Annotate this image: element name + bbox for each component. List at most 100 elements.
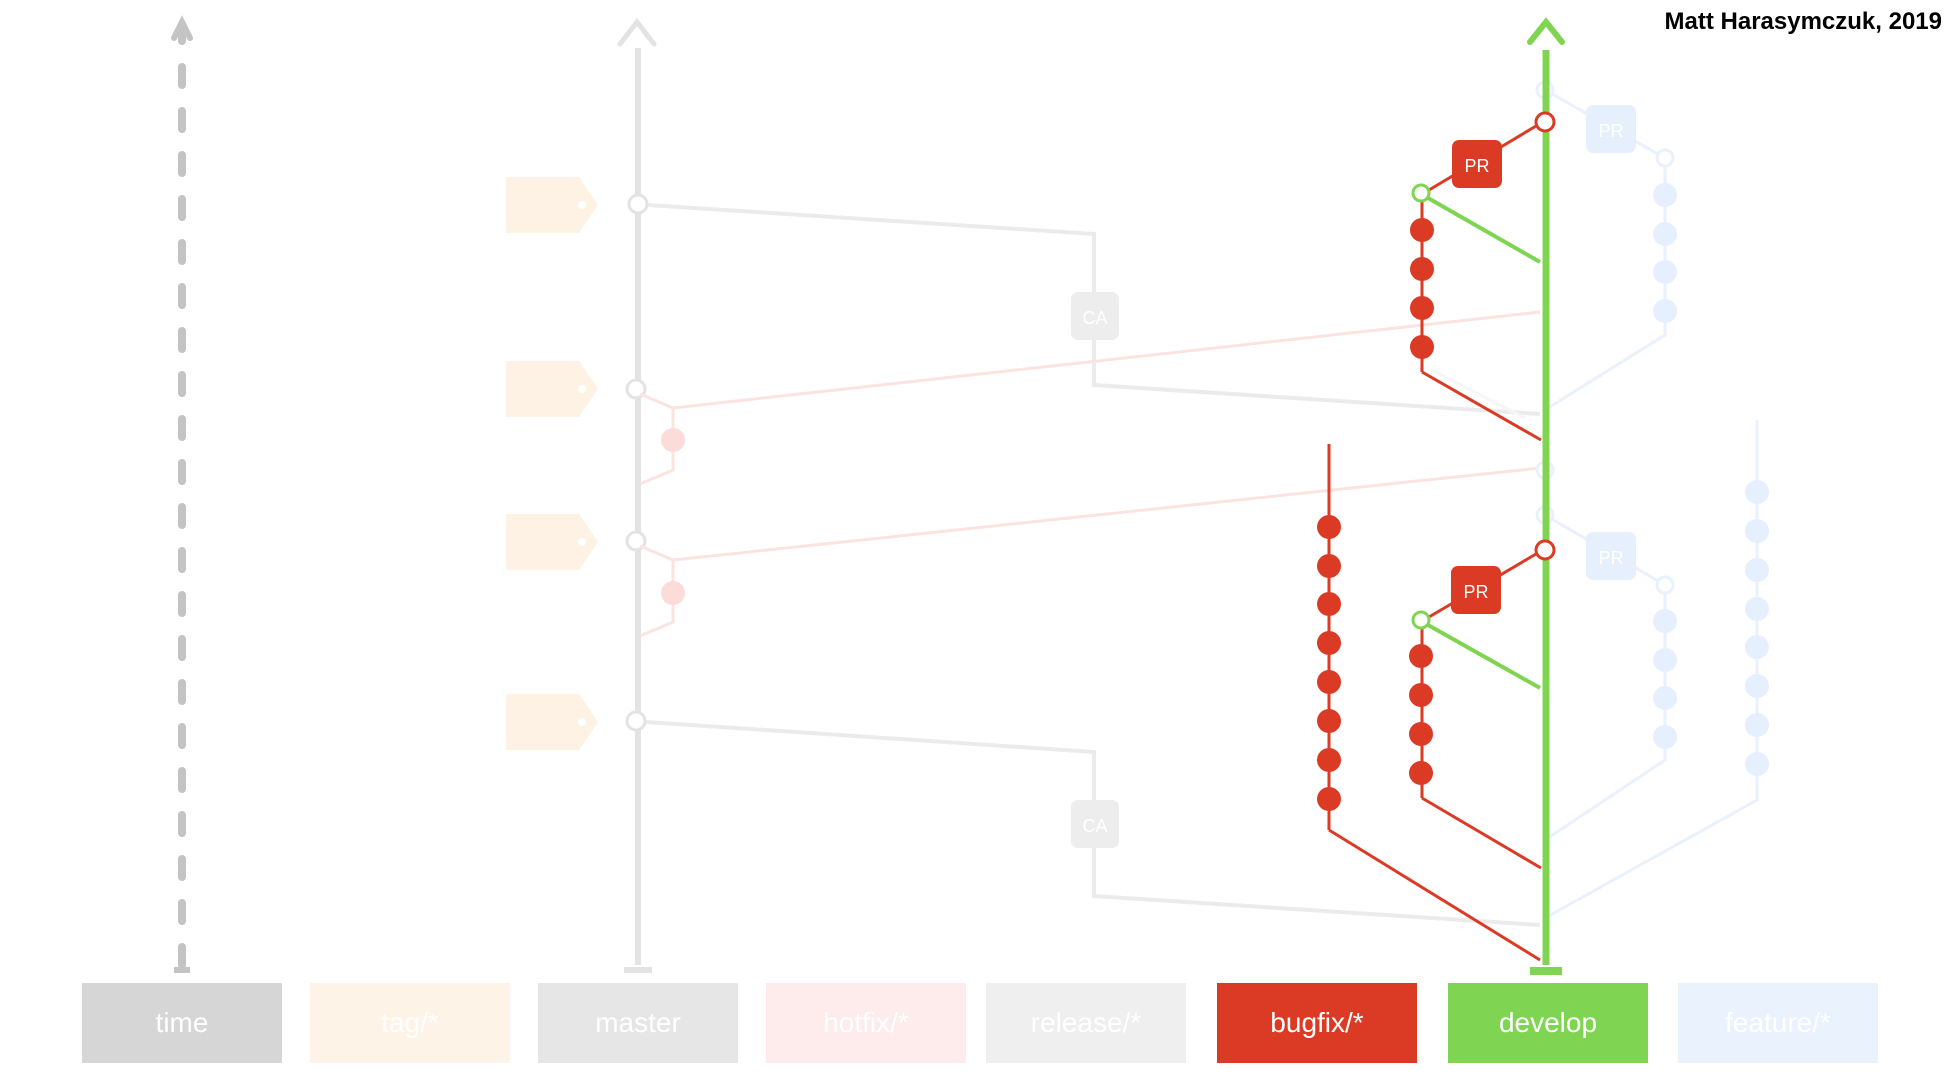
hotfix-link — [672, 466, 1541, 562]
develop-branch-out — [1427, 623, 1541, 690]
feature-commit — [1653, 299, 1677, 323]
author-credit: Matt Harasymczuk, 2019 — [1664, 8, 1942, 35]
tag-hole-icon — [578, 201, 586, 209]
feature-pr-badges: PR PR — [1586, 105, 1636, 580]
lane-label-text: develop — [1498, 1007, 1598, 1038]
feature-commit — [1653, 686, 1677, 710]
hotfix-link — [672, 310, 1541, 410]
bugfix-commit — [1317, 748, 1341, 772]
bugfix-pr-badges: PR PR — [1451, 140, 1502, 614]
bugfix-merge-link — [1421, 796, 1542, 870]
lane-label-tag: tag/* — [310, 983, 510, 1063]
feature-commit — [1745, 519, 1769, 543]
lane-label-text: tag/* — [381, 1007, 439, 1038]
tag-hole-icon — [578, 385, 586, 393]
lane-label-text: feature/* — [1725, 1007, 1831, 1038]
time-axis-arrow-icon — [171, 15, 193, 41]
feature-commits — [1653, 183, 1769, 776]
lane-label-hotfix: hotfix/* — [766, 983, 966, 1063]
lane-label-text: hotfix/* — [823, 1007, 909, 1038]
feature-commit — [1653, 222, 1677, 246]
lane-label-text: bugfix/* — [1270, 1007, 1364, 1038]
feature-commit — [1653, 183, 1677, 207]
tag-icon — [506, 514, 598, 570]
develop-to-bugfix-links — [1427, 196, 1541, 690]
feature-commit — [1745, 713, 1769, 737]
ca-badge-label: CA — [1082, 308, 1107, 328]
bugfix-commit — [1410, 218, 1434, 242]
feature-pr-badge-label: PR — [1598, 121, 1623, 141]
merge-commit — [1534, 111, 1556, 133]
feature-pr-badge — [1586, 532, 1636, 580]
bugfix-merge-link — [1421, 370, 1542, 442]
hotfix-commit — [661, 581, 685, 605]
feature-pr-badge — [1586, 105, 1636, 153]
bugfix-pr-badge-label: PR — [1463, 582, 1488, 602]
tag-icon — [506, 694, 598, 750]
tag-hole-icon — [578, 538, 586, 546]
lane-label-master: master — [538, 983, 738, 1063]
develop-open-commits — [1411, 183, 1431, 630]
lane-label-text: release/* — [1030, 1007, 1142, 1038]
tag-markers — [506, 177, 598, 750]
merge-commit — [1534, 539, 1556, 561]
feature-commit — [1745, 635, 1769, 659]
lane-label-feature: feature/* — [1678, 983, 1878, 1063]
hotfix-commits — [661, 428, 685, 605]
bugfix-commit — [1317, 631, 1341, 655]
tag-holes — [578, 201, 586, 726]
master-arrow-icon — [617, 17, 657, 47]
tag-icon — [506, 361, 598, 417]
develop-merge-link — [1431, 368, 1526, 420]
develop-commit — [1411, 610, 1431, 630]
tag-hole-icon — [578, 718, 586, 726]
bugfix-commit — [1409, 644, 1433, 668]
lane-label-bugfix: bugfix/* — [1217, 983, 1417, 1063]
bugfix-pr-badge — [1452, 140, 1502, 188]
ca-badge-label: CA — [1082, 816, 1107, 836]
feature-commit — [1745, 480, 1769, 504]
develop-branch-out — [1427, 196, 1541, 264]
develop-arrow-icon — [1527, 17, 1565, 45]
bugfix-commit — [1409, 761, 1433, 785]
release-ca-badges: CA CA — [1071, 292, 1119, 848]
ca-badge — [1071, 292, 1119, 340]
bugfix-commit — [1410, 296, 1434, 320]
feature-commit — [1653, 648, 1677, 672]
hotfix-commit — [661, 428, 685, 452]
lane-label-develop: develop — [1448, 983, 1648, 1063]
develop-branch — [1527, 17, 1565, 975]
merge-commits — [1534, 111, 1556, 561]
bugfix-pr-badge-label: PR — [1464, 156, 1489, 176]
bugfix-commits — [1317, 218, 1434, 811]
feature-pr-badge-label: PR — [1598, 548, 1623, 568]
lane-label-text: master — [595, 1007, 681, 1038]
bugfix-merge-link — [1328, 828, 1541, 962]
feature-open-commit — [1655, 575, 1675, 595]
bugfix-commit — [1410, 257, 1434, 281]
bugfix-commit — [1410, 335, 1434, 359]
lane-label-release: release/* — [986, 983, 1186, 1063]
feature-commit — [1653, 260, 1677, 284]
feature-commit — [1745, 674, 1769, 698]
lane-label-time: time — [82, 983, 282, 1063]
ca-badge — [1071, 800, 1119, 848]
feature-commit — [1745, 558, 1769, 582]
feature-link — [1544, 420, 1759, 920]
master-commit — [625, 710, 647, 732]
bugfix-commit — [1409, 683, 1433, 707]
develop-commit — [1411, 183, 1431, 203]
feature-commit — [1745, 752, 1769, 776]
feature-commit — [1745, 597, 1769, 621]
tag-icon — [506, 177, 598, 233]
bugfix-commit — [1317, 787, 1341, 811]
master-commit — [627, 193, 649, 215]
bugfix-commit — [1317, 554, 1341, 578]
bugfix-pr-badge — [1451, 566, 1501, 614]
time-axis — [171, 15, 193, 973]
bugfix-commit — [1317, 670, 1341, 694]
lane-label-text: time — [155, 1007, 209, 1038]
